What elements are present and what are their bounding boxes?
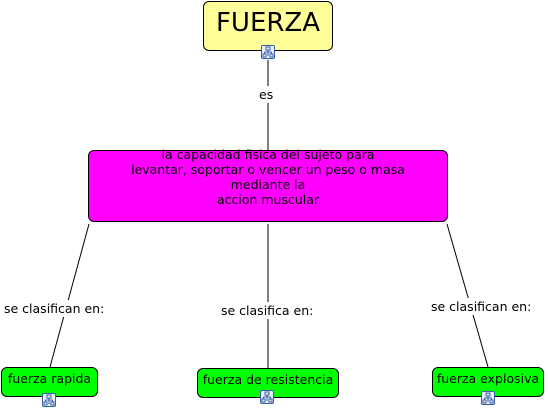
link-label-se-clasifican-en-1: se clasifican en: xyxy=(2,300,107,317)
concept-fuerza-rapida-label: fuerza rapida xyxy=(7,371,92,386)
connector-definition-leaf-1 xyxy=(49,223,90,368)
submap-link-icon[interactable] xyxy=(481,391,495,405)
concept-definition[interactable]: la capacidad fisica del sujeto para leva… xyxy=(88,147,448,222)
concept-fuerza-de-resistencia-label: fuerza de resistencia xyxy=(202,372,334,387)
submap-link-icon[interactable] xyxy=(261,45,275,59)
link-label-es: es xyxy=(257,86,276,103)
submap-link-icon[interactable] xyxy=(260,390,274,404)
definition-line-3: accion muscular xyxy=(216,192,320,207)
concept-fuerza-label: FUERZA xyxy=(215,8,321,38)
link-label-se-clasifica-en: se clasifica en: xyxy=(219,302,316,319)
submap-link-icon[interactable] xyxy=(42,393,56,407)
concept-fuerza-explosiva[interactable]: fuerza explosiva xyxy=(432,367,544,397)
definition-line-1: la capacidad fisica del sujeto para xyxy=(161,147,375,162)
concept-fuerza-explosiva-label: fuerza explosiva xyxy=(436,371,540,386)
concept-definition-text: la capacidad fisica del sujeto para leva… xyxy=(103,147,433,207)
concept-fuerza-rapida[interactable]: fuerza rapida xyxy=(1,367,98,397)
connector-definition-leaf-3 xyxy=(446,223,489,368)
link-label-se-clasifican-en-2: se clasifican en: xyxy=(429,298,534,315)
concept-fuerza[interactable]: FUERZA xyxy=(203,1,333,51)
definition-line-2: levantar, soportar o vencer un peso o ma… xyxy=(131,162,405,192)
